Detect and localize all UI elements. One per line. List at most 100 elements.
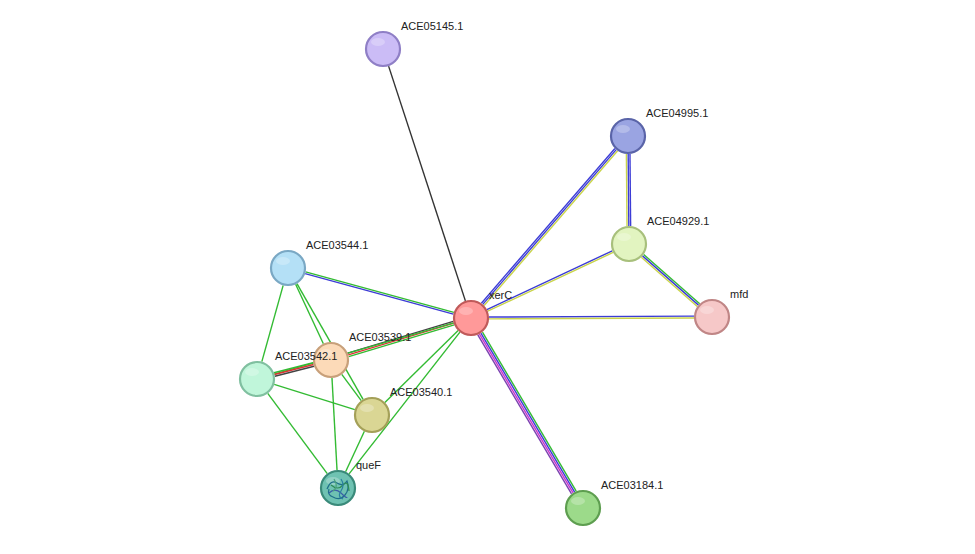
evidence-line [482, 332, 576, 491]
evidence-line [481, 333, 575, 492]
structure-strand [333, 479, 336, 491]
protein-node: ACE03544.1 [269, 249, 307, 287]
structure-strand [329, 490, 347, 498]
interaction-edge [478, 332, 576, 494]
interaction-edge [274, 384, 355, 409]
evidence-line [488, 252, 613, 311]
evidence-line [349, 332, 460, 474]
protein-label: ACE03184.1 [601, 479, 663, 491]
node-fill [566, 491, 600, 525]
protein-label: ACE03539.1 [349, 331, 411, 343]
evidence-line [332, 378, 337, 470]
protein-node: ACE04929.1 [610, 225, 648, 263]
protein-node: ACE03184.1 [564, 489, 602, 527]
protein-label: ACE04929.1 [647, 215, 709, 227]
node-circle [564, 489, 602, 527]
node-fill [366, 32, 400, 66]
evidence-line [389, 66, 466, 301]
evidence-line [274, 323, 453, 374]
evidence-line [489, 317, 694, 319]
interaction-edge [489, 316, 694, 319]
interaction-edge [487, 251, 613, 311]
node-shine [571, 497, 585, 505]
protein-node: ACE03540.1 [353, 396, 391, 434]
protein-label: ACE04995.1 [646, 107, 708, 119]
protein-label: ACE05145.1 [401, 20, 463, 32]
evidence-line [296, 284, 324, 343]
protein-label: ACE03540.1 [390, 386, 452, 398]
evidence-line [487, 251, 612, 310]
node-shine [371, 38, 385, 46]
node-circle [353, 396, 391, 434]
structure-image [327, 479, 349, 499]
interaction-edge [296, 284, 324, 343]
interaction-edge [349, 332, 460, 474]
interaction-edge [274, 363, 314, 377]
node-circle [238, 360, 276, 398]
node-fill [355, 398, 389, 432]
node-circle [610, 225, 648, 263]
node-shine [616, 125, 630, 133]
protein-node: ACE04995.1 [609, 117, 647, 155]
node-fill [271, 251, 305, 285]
protein-label: mfd [730, 288, 748, 300]
structure-strand [339, 479, 343, 499]
interaction-edge [332, 378, 337, 470]
evidence-line [274, 384, 355, 409]
evidence-line [644, 255, 700, 304]
evidence-line [641, 257, 697, 306]
evidence-line [479, 334, 573, 493]
evidence-line [478, 335, 572, 494]
node-fill [611, 119, 645, 153]
protein-label: queF [356, 459, 381, 471]
evidence-line [627, 154, 629, 226]
protein-label: ACE03542.1 [275, 350, 337, 362]
structure-strand [327, 481, 348, 499]
evidence-line [626, 154, 628, 226]
node-circle [269, 249, 307, 287]
protein-node: queF [319, 469, 357, 507]
node-circle [609, 117, 647, 155]
interaction-edge [305, 272, 454, 314]
protein-node: ACE05145.1 [364, 30, 402, 68]
interaction-edge [342, 374, 361, 400]
evidence-line [306, 272, 454, 313]
evidence-line [481, 148, 614, 303]
evidence-line [483, 150, 616, 305]
evidence-line [305, 274, 453, 315]
evidence-line [274, 364, 313, 374]
interaction-edge [268, 393, 328, 473]
evidence-line [275, 366, 314, 376]
protein-node: mfd [693, 298, 731, 336]
node-fill [454, 301, 488, 335]
node-shine [360, 404, 374, 412]
protein-label: xerC [489, 289, 512, 301]
node-shine [245, 368, 259, 376]
evidence-line [489, 315, 694, 317]
evidence-line [629, 154, 631, 226]
evidence-line [349, 325, 455, 357]
evidence-line [268, 393, 328, 473]
node-shine [276, 257, 290, 265]
interaction-edge [274, 323, 453, 374]
evidence-line [643, 256, 699, 305]
node-shine [617, 233, 631, 241]
protein-node: ACE03542.1 [238, 360, 276, 398]
node-shine [700, 306, 714, 314]
node-circle [452, 299, 490, 337]
node-fill [612, 227, 646, 261]
node-circle [364, 30, 402, 68]
protein-label: ACE03544.1 [306, 239, 368, 251]
node-circle [319, 469, 357, 507]
interaction-edge [626, 154, 630, 226]
interaction-edge [389, 66, 466, 301]
node-shine [459, 307, 473, 315]
node-fill [321, 471, 355, 505]
interaction-edge [641, 255, 699, 307]
node-circle [693, 298, 731, 336]
node-fill [695, 300, 729, 334]
evidence-line [342, 374, 361, 400]
